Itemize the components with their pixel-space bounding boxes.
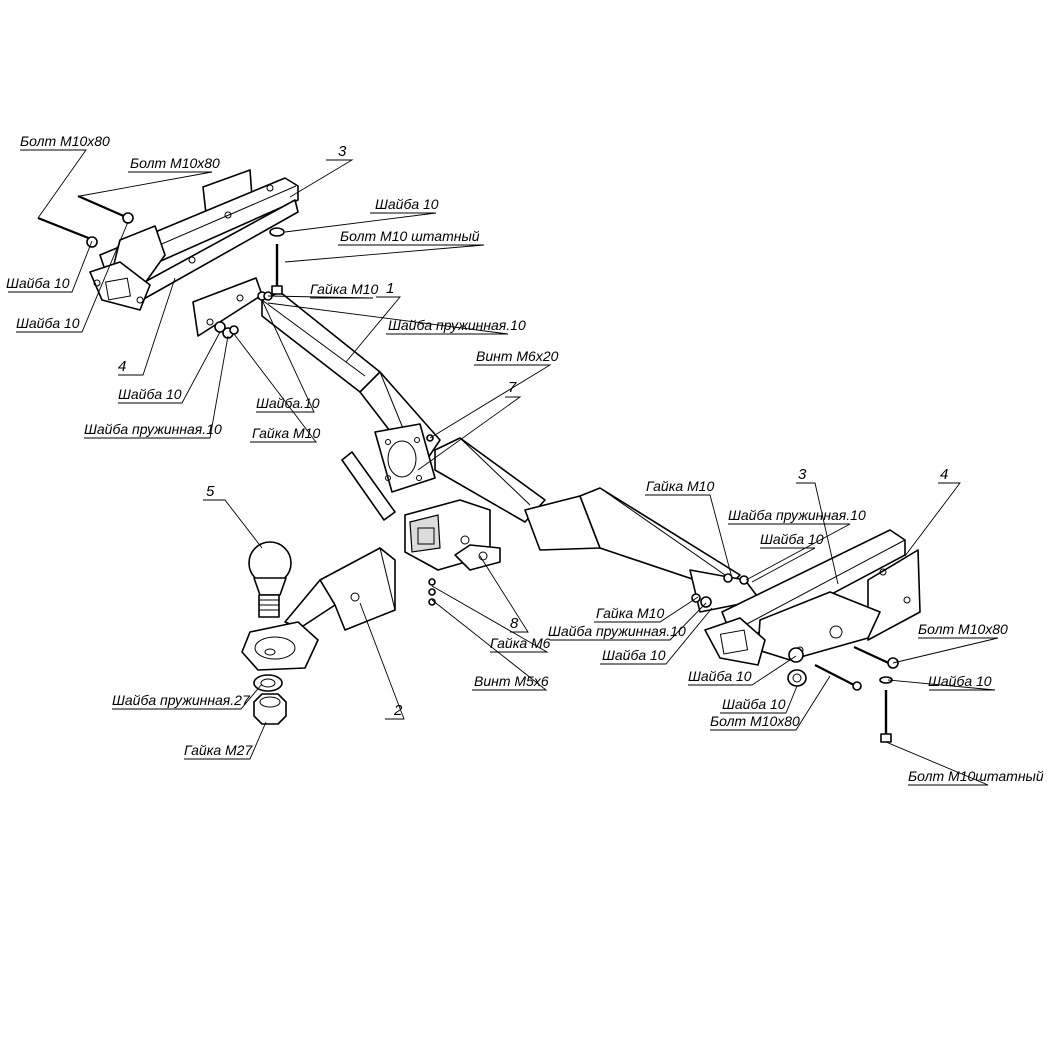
tow-ball: [248, 541, 292, 618]
label-part-2: 2: [393, 702, 403, 719]
label-spring-washer-27: Шайба пружинная.27: [112, 692, 251, 708]
label-bolt-m10x80-1: Болт М10х80: [20, 133, 110, 149]
label-part-1: 1: [386, 280, 394, 297]
label-washer-10-left-a: Шайба 10: [6, 275, 70, 291]
label-nut-m10-lower: Гайка М10: [596, 605, 664, 621]
label-washer-10-right-bottom: Шайба 10: [928, 673, 992, 689]
label-part-4-right: 4: [940, 466, 948, 483]
label-washer-10-top: Шайба 10: [375, 196, 439, 212]
callout-labels: Болт М10х80 Болт М10х80 3 Шайба 10 Болт …: [6, 133, 1044, 784]
label-part-7: 7: [508, 379, 517, 396]
label-bolt-m10x80-bottom: Болт М10х80: [710, 713, 800, 729]
label-nut-m27: Гайка М27: [184, 742, 253, 758]
ball-mount: [241, 546, 396, 671]
label-spring-washer-10-lower: Шайба пружинная.10: [548, 623, 686, 639]
label-washer-10-mid: Шайба 10: [118, 386, 182, 402]
label-screw-m5x6: Винт М5х6: [474, 673, 549, 689]
right-side-bracket: [691, 529, 921, 743]
label-bolt-m10-standard-left: Болт М10 штатный: [340, 228, 480, 244]
label-nut-m6: Гайка М6: [490, 635, 551, 651]
label-washer-10-lower: Шайба 10: [602, 647, 666, 663]
label-washer-10-right-top: Шайба 10: [760, 531, 824, 547]
label-bolt-m10x80-right: Болт М10х80: [918, 621, 1008, 637]
label-part-4-left: 4: [118, 358, 126, 375]
small-screws: [426, 434, 436, 606]
label-washer-dot-10: Шайба.10: [256, 395, 320, 411]
label-spring-washer-10-left: Шайба пружинная.10: [84, 421, 222, 437]
label-nut-m10-right: Гайка М10: [646, 478, 714, 494]
label-bolt-m10x80-2: Болт М10х80: [130, 155, 220, 171]
label-part-5: 5: [206, 483, 215, 500]
leader-lines: [8, 149, 999, 786]
label-part-3-left: 3: [338, 143, 347, 160]
label-washer-10-left-b: Шайба 10: [16, 315, 80, 331]
left-side-bracket: [37, 169, 299, 311]
label-bolt-m10-standard-right: Болт М10штатный: [908, 768, 1044, 784]
label-washer-10-bottom-a: Шайба 10: [688, 668, 752, 684]
label-nut-m10-left: Гайка М10: [252, 425, 320, 441]
label-part-3-right: 3: [798, 466, 807, 483]
label-spring-washer-10-top: Шайба пружинная.10: [388, 317, 526, 333]
ball-nut-washer: [253, 674, 287, 725]
label-washer-10-bottom-b: Шайба 10: [722, 696, 786, 712]
label-part-8: 8: [510, 615, 519, 632]
label-nut-m10-top: Гайка М10: [310, 281, 378, 297]
label-spring-washer-10-right-top: Шайба пружинная.10: [728, 507, 866, 523]
label-screw-m6x20: Винт М6х20: [476, 348, 559, 364]
